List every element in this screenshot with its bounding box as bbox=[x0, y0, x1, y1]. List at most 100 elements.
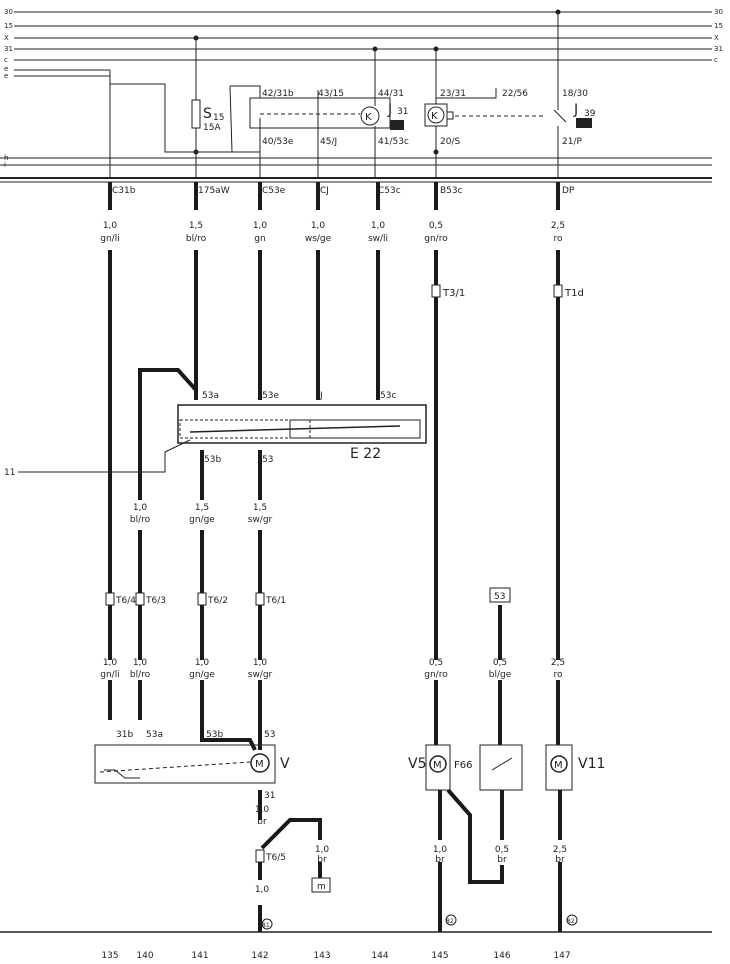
t1d-label: T1d bbox=[564, 288, 584, 299]
wire-mid-3-color: sw/gr bbox=[248, 515, 273, 525]
column-142: 142 bbox=[251, 951, 268, 961]
motor-v-out-pin: 31 bbox=[264, 791, 275, 801]
motor-v11-label: V11 bbox=[578, 756, 605, 772]
ground-142-size: 1,0 bbox=[255, 885, 270, 895]
t6-1-label: T6/1 bbox=[265, 596, 286, 606]
t6-5-label: T6/5 bbox=[265, 853, 286, 863]
relay-k2-symbol: K bbox=[431, 111, 438, 122]
left-line-11 bbox=[18, 439, 191, 473]
bus-label-31-right: 31 bbox=[714, 45, 723, 53]
wire-labels-low: 1,0 gn/li 1,0 bl/ro 1,0 gn/ge 1,0 sw/gr … bbox=[100, 658, 565, 680]
connector-dp: DP bbox=[562, 186, 575, 196]
motor-v-box bbox=[94, 744, 276, 784]
switch-e22-pin-53a: 53a bbox=[202, 391, 219, 401]
pump-v5-box bbox=[425, 744, 451, 791]
pump-v5-symbol-circle bbox=[429, 755, 447, 773]
t3-1-label: T3/1 bbox=[442, 288, 465, 299]
connector-b53c: B53c bbox=[440, 186, 463, 196]
wire-low-5-size: 0,5 bbox=[429, 658, 443, 668]
ground-point-81 bbox=[261, 918, 273, 930]
wire-7-size: 2,5 bbox=[551, 221, 565, 231]
wire-low-4-size: 1,0 bbox=[253, 658, 268, 668]
wire-3-color: gn bbox=[254, 234, 265, 244]
column-140: 140 bbox=[136, 951, 153, 961]
wire-low-7-size: 2,5 bbox=[551, 658, 565, 668]
bus-label-30-left: 30 bbox=[4, 8, 13, 16]
wire-low-7-color: ro bbox=[553, 670, 563, 680]
pump-v5-label: V5 bbox=[408, 756, 426, 772]
wire-mid-1-size: 1,0 bbox=[133, 503, 148, 513]
wire-low-2-color: bl/ro bbox=[130, 670, 151, 680]
ground-points: 81 82 82 bbox=[261, 914, 578, 930]
bus-label-31-left: 31 bbox=[4, 45, 13, 53]
relay-k2-coil bbox=[427, 106, 445, 124]
wire-5-color: sw/li bbox=[368, 234, 388, 244]
ground-wire-3-color: br bbox=[435, 855, 445, 865]
wire-7-color: ro bbox=[553, 234, 563, 244]
bus-label-15-right: 15 bbox=[714, 22, 723, 30]
terminal-41-53c: 41/53c bbox=[378, 137, 409, 147]
wire-low-3-color: gn/ge bbox=[189, 670, 215, 680]
wire-low-6-size: 0,5 bbox=[493, 658, 507, 668]
bus-label-30-right: 30 bbox=[714, 8, 723, 16]
terminal-20-s: 20/S bbox=[440, 137, 460, 147]
pump-v5: M V5 bbox=[408, 744, 451, 791]
wire-mid-2-size: 1,5 bbox=[195, 503, 209, 513]
terminal-23-31: 23/31 bbox=[440, 89, 466, 99]
ground-point-82a bbox=[445, 914, 457, 926]
ground-wire-2-color: br bbox=[317, 855, 327, 865]
bus-label-c-left: c bbox=[4, 56, 8, 64]
relay-k2-contact bbox=[446, 111, 454, 120]
motor-v11-symbol: M bbox=[554, 760, 563, 771]
connector-c53e: C53e bbox=[262, 186, 286, 196]
terminal-22-56: 22/56 bbox=[502, 89, 528, 99]
left-line-label: 11 bbox=[4, 468, 15, 478]
t6-2-symbol bbox=[197, 592, 207, 606]
column-147: 147 bbox=[553, 951, 570, 961]
wire-low-1-size: 1,0 bbox=[103, 658, 118, 668]
motor-v-pin-53: 53 bbox=[264, 730, 275, 740]
relay-j39-block bbox=[576, 118, 592, 128]
ground-box-53 bbox=[489, 587, 511, 603]
f66-label: F66 bbox=[454, 760, 472, 771]
switch-f66: F66 bbox=[454, 744, 523, 791]
wire-low-4-color: sw/gr bbox=[248, 670, 273, 680]
ground-wire-labels: 1,0 br 1,0 br 1,0 br 0,5 br 2,5 br bbox=[255, 805, 567, 865]
motor-v-pin-31b: 31b bbox=[116, 730, 133, 740]
column-141: 141 bbox=[191, 951, 208, 961]
terminal-21-p: 21/P bbox=[562, 137, 582, 147]
t6-1-symbol bbox=[255, 592, 265, 606]
bus-label-e1-left: e bbox=[4, 65, 8, 73]
switch-e22: E 22 53a 53e J 53c 53b 53 bbox=[177, 391, 427, 465]
wire-2-size: 1,5 bbox=[189, 221, 203, 231]
wire-4-size: 1,0 bbox=[311, 221, 326, 231]
bus-label-i-left: i bbox=[4, 161, 6, 169]
t6-4-symbol bbox=[105, 592, 115, 606]
wire-labels-top: 1,0 gn/li 1,5 bl/ro 1,0 gn 1,0 ws/ge 1,0… bbox=[100, 221, 565, 244]
terminal-45-j: 45/J bbox=[320, 137, 337, 147]
terminal-42-31b: 42/31b bbox=[262, 89, 294, 99]
motor-v-label: V bbox=[280, 756, 290, 772]
bus-label-x-right: X bbox=[714, 34, 719, 42]
ground-wire-5-color: br bbox=[555, 855, 565, 865]
fuse-sub: 15 bbox=[213, 113, 224, 123]
relay-j31: K J 31 bbox=[360, 102, 408, 130]
inline-connectors-top: T3/1 T1d bbox=[431, 284, 584, 299]
relay-j31-sub: 31 bbox=[397, 107, 408, 117]
wire-labels-mid: 1,0 bl/ro 1,5 gn/ge 1,5 sw/gr bbox=[130, 503, 273, 525]
t6-4-label: T6/4 bbox=[115, 596, 136, 606]
fuse-id: S bbox=[203, 106, 212, 122]
wire-mid-1-color: bl/ro bbox=[130, 515, 151, 525]
ground-point-81-label: 81 bbox=[262, 922, 270, 929]
ground-wire-1-color: br bbox=[257, 817, 267, 827]
fuse-symbol bbox=[191, 99, 201, 129]
fuse-s15: S 15 15A bbox=[191, 99, 224, 133]
wire-mid-3-size: 1,5 bbox=[253, 503, 267, 513]
column-numbers: 135 140 141 142 143 144 145 146 147 bbox=[101, 951, 570, 961]
terminal-44-31: 44/31 bbox=[378, 89, 404, 99]
t6-connectors: T6/4 T6/3 T6/2 T6/1 bbox=[105, 592, 286, 606]
ground-wire-4-color: br bbox=[497, 855, 507, 865]
bus-label-e2-left: e bbox=[4, 72, 8, 80]
t6-5-symbol bbox=[255, 849, 265, 863]
